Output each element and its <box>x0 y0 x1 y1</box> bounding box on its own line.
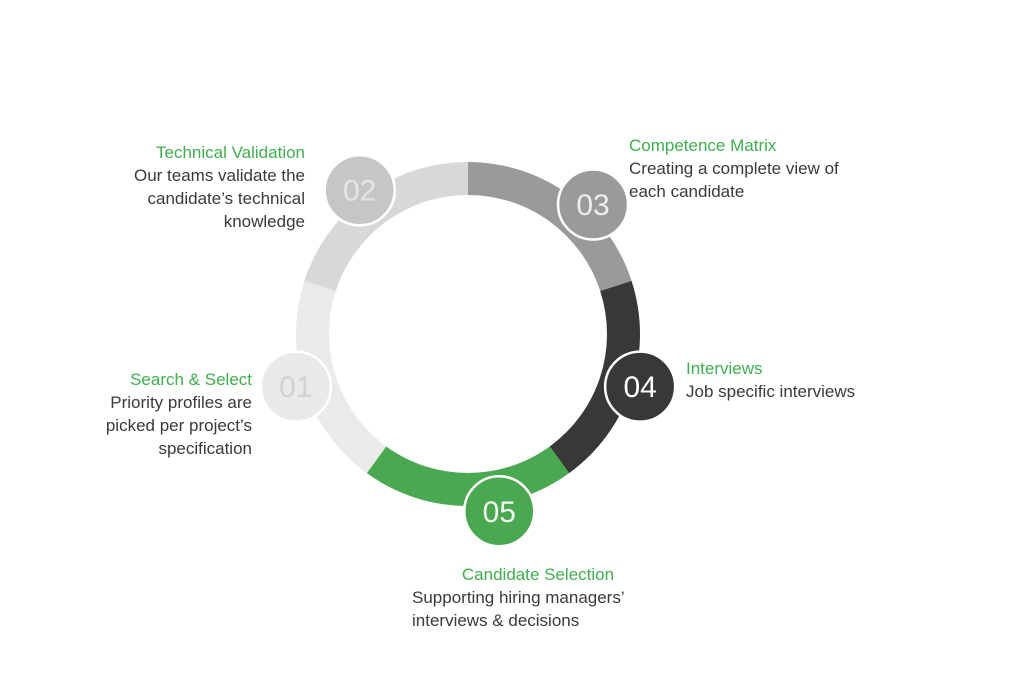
step-badge-04 <box>603 350 677 423</box>
step-badge-05 <box>463 475 536 548</box>
step-title-competence-matrix: Competence Matrix <box>629 136 777 155</box>
step-desc-line: Our teams validate the <box>133 166 305 185</box>
step-title-technical-validation: Technical Validation <box>156 143 305 162</box>
step-title-interviews: Interviews <box>686 359 763 378</box>
arc-segment-01 <box>296 280 387 474</box>
label-competence-matrix: Competence Matrix Creating a complete vi… <box>629 134 839 203</box>
step-desc-line: knowledge <box>223 212 305 231</box>
step-desc-line: Job specific interviews <box>686 382 856 401</box>
step-desc-line: interviews & decisions <box>412 611 580 630</box>
step-desc-line: picked per project’s <box>105 416 252 435</box>
step-desc-line: specification <box>158 439 252 458</box>
step-desc-line: candidate’s technical <box>147 189 305 208</box>
step-title-candidate-selection: Candidate Selection <box>461 565 615 584</box>
step-title-search-select: Search & Select <box>130 370 252 389</box>
step-number-04: 04 <box>623 371 656 404</box>
label-interviews: Interviews Job specific interviews <box>686 357 855 403</box>
step-number-05: 05 <box>483 496 516 529</box>
step-number-03: 03 <box>576 189 609 222</box>
step-desc-line: Priority profiles are <box>110 393 252 412</box>
label-search-select: Search & Select Priority profiles are pi… <box>106 368 252 460</box>
label-candidate-selection: Candidate Selection Supporting hiring ma… <box>412 563 664 632</box>
step-desc-line: Supporting hiring managers’ <box>412 588 625 607</box>
step-number-01: 01 <box>279 371 312 404</box>
arc-segment-04 <box>549 280 641 474</box>
step-badge-02 <box>323 153 396 227</box>
step-desc-line: each candidate <box>629 182 745 201</box>
step-badge-03 <box>556 168 630 241</box>
arc-segment-02 <box>304 162 468 292</box>
step-desc-line: Creating a complete view of <box>629 159 839 178</box>
step-badge-01 <box>259 350 333 423</box>
label-technical-validation: Technical Validation Our teams validate … <box>134 141 305 233</box>
step-number-02: 02 <box>343 175 376 208</box>
arc-segment-03 <box>468 162 632 292</box>
